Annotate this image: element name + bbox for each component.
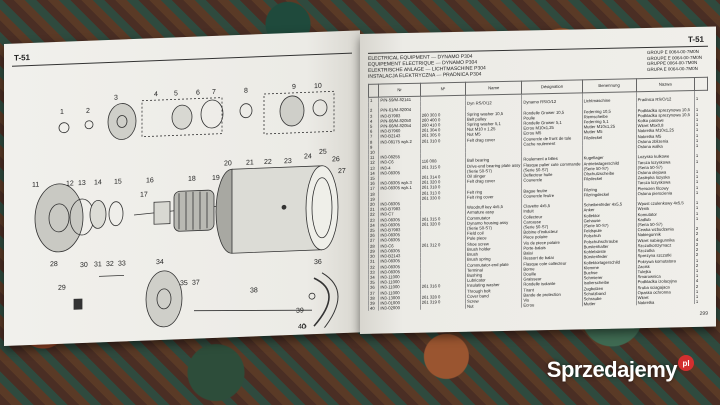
part-label: 21 <box>246 159 254 166</box>
part-label: 27 <box>338 168 346 175</box>
part-label: 22 <box>264 159 272 166</box>
part-label: 8 <box>244 88 248 95</box>
watermark-text: Sprzedajemy <box>546 357 678 382</box>
table-cell: Mutter <box>582 300 637 307</box>
nut-part <box>58 122 70 134</box>
part-label: 39 <box>296 307 304 314</box>
part-label: 16 <box>146 177 154 184</box>
page-number: 299 <box>699 310 708 317</box>
col-header: Benennung <box>582 78 637 93</box>
table-cell: 1 <box>694 298 708 305</box>
right-page-code: T-51 <box>687 34 704 45</box>
part-label: 3 <box>114 95 118 102</box>
part-label: 9 <box>292 84 296 91</box>
table-cell: Ecrou <box>521 301 583 308</box>
table-cell: 40 <box>368 305 379 312</box>
part-label: 12 <box>66 180 74 187</box>
parts-table-container: Nr Nº Name Désignation Benennung Nazwa 1… <box>368 77 708 312</box>
exploded-diagram: 1 2 3 4 5 6 7 8 9 10 11 12 13 14 15 16 1… <box>32 83 346 332</box>
part-label: 17 <box>140 191 148 198</box>
part-label: 4 <box>154 91 158 98</box>
table-cell: Nakretka <box>636 299 695 306</box>
part-label: 15 <box>114 178 122 185</box>
col-header: Name <box>465 81 522 96</box>
part-label: 18 <box>188 176 196 183</box>
part-label: 36 <box>314 259 322 266</box>
watermark: Sprzedajemy pl <box>546 355 694 383</box>
col-header: Nazwa <box>636 77 695 92</box>
group-codes: GROUP E 0064-00-7M0N GROUPE E 0064-00-7M… <box>647 49 702 72</box>
part-label: 1 <box>60 109 64 116</box>
part-label: 24 <box>304 153 312 160</box>
part-label: 5 <box>174 90 178 97</box>
col-header: Désignation <box>521 79 583 95</box>
part-label: 29 <box>58 285 66 292</box>
col-header: Nº <box>420 82 466 97</box>
part-label: 40 <box>298 323 306 330</box>
part-label: 35 <box>180 280 188 287</box>
part-label: 37 <box>192 279 200 286</box>
part-label: 34 <box>156 259 164 266</box>
right-page: T-51 ELECTRICAL EQUIPMENT — DYNAMO P304 … <box>360 26 716 334</box>
table-cell: Nut <box>465 302 522 310</box>
part-label: 31 <box>94 261 102 268</box>
part-label: 28 <box>50 261 58 268</box>
part-label: 2 <box>86 108 90 115</box>
watermark-badge: pl <box>678 355 694 371</box>
part-label: 6 <box>196 89 200 96</box>
left-page-code: T-51 <box>14 53 31 63</box>
part-label: 30 <box>80 262 88 269</box>
part-label: 38 <box>250 287 258 294</box>
parts-table: Nr Nº Name Désignation Benennung Nazwa 1… <box>368 77 708 312</box>
group-pl: GRUPA E 0064-00-7M0N <box>646 65 698 72</box>
section-titles: ELECTRICAL EQUIPMENT — DYNAMO P304 EQUIP… <box>368 53 486 80</box>
part-label: 19 <box>212 175 220 182</box>
part-label: 13 <box>78 180 86 187</box>
part-label: 7 <box>212 89 216 96</box>
part-label: 33 <box>118 260 126 267</box>
col-header <box>694 77 708 91</box>
col-header <box>368 84 379 98</box>
part-label: 25 <box>319 149 327 156</box>
col-header: Nr <box>378 83 421 98</box>
part-label: 26 <box>332 156 340 163</box>
part-label: 11 <box>32 182 39 189</box>
part-label: 14 <box>94 179 102 186</box>
part-label: 23 <box>284 158 292 165</box>
title-pl: INSTALACJA ELEKTRYCZNA — PRADNICA P304 <box>368 71 482 80</box>
part-label: 32 <box>106 261 114 268</box>
table-cell <box>420 303 466 311</box>
part-label: 20 <box>224 160 232 167</box>
table-cell: IN3-02000 <box>378 304 421 311</box>
part-label: 10 <box>314 83 322 90</box>
left-page: T-51 <box>4 30 360 347</box>
